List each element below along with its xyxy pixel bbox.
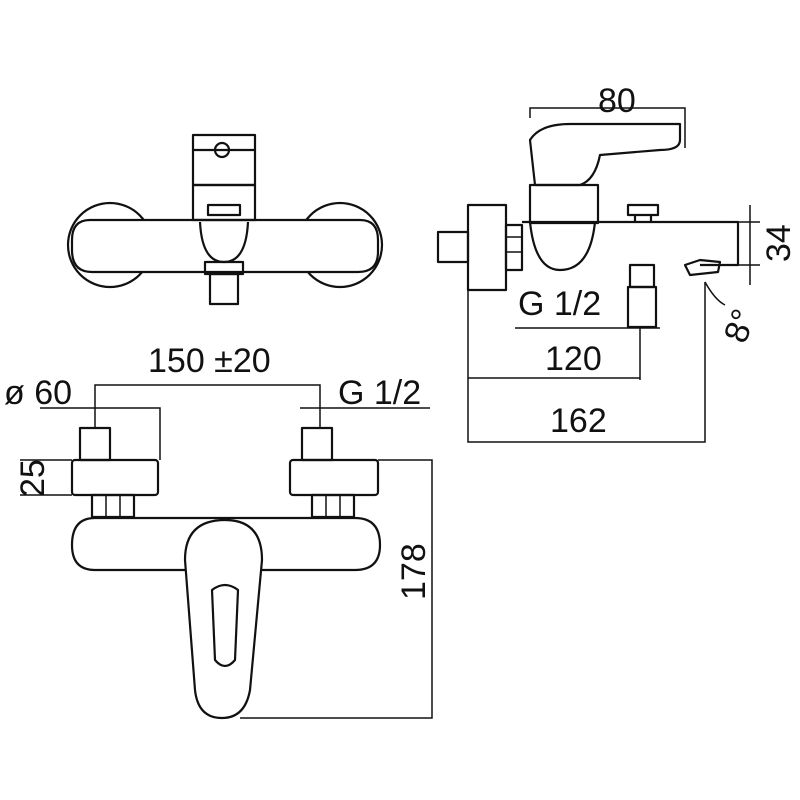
- dim-120: 120: [545, 340, 602, 378]
- dim-178: 178: [395, 543, 433, 600]
- dim-162: 162: [550, 402, 607, 440]
- dim-diameter: ø 60: [4, 374, 72, 412]
- dim-80: 80: [598, 82, 636, 120]
- dim-34: 34: [760, 224, 798, 262]
- dim-25: 25: [14, 459, 52, 497]
- dim-angle: 8°: [717, 304, 764, 348]
- top-view: [66, 133, 384, 306]
- front-view: 150 ±20 ø 60 G 1/2 25 178: [4, 342, 433, 720]
- dim-spacing: 150 ±20: [148, 342, 271, 380]
- dim-thread-front: G 1/2: [338, 374, 421, 412]
- side-view: 80 34 G 1/2 120 162 8°: [436, 82, 798, 443]
- dim-thread-side: G 1/2: [518, 285, 601, 323]
